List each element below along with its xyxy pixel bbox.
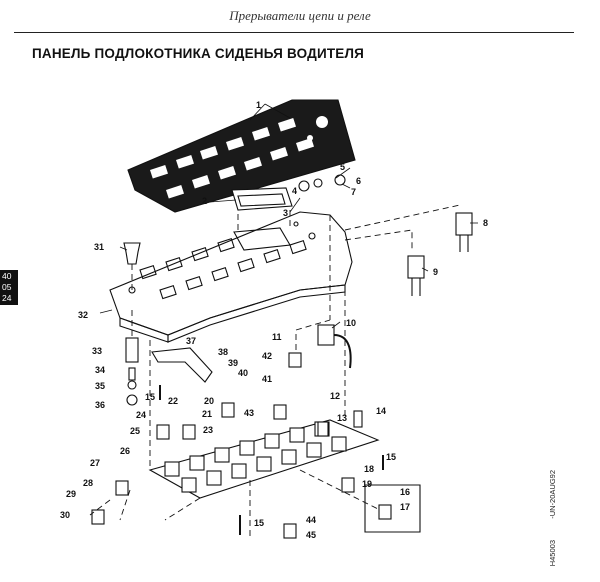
callout-12: 12 [330, 391, 340, 401]
callout-18: 18 [364, 464, 374, 474]
knob [123, 242, 141, 265]
figure-code-bottom: H45003 [548, 540, 557, 567]
section-tab-line-1: 40 [2, 271, 12, 281]
callout-3: 3 [283, 208, 288, 218]
callout-9: 9 [433, 267, 438, 277]
running-header: Прерыватели цепи и реле [229, 8, 371, 23]
callout-25: 25 [130, 426, 140, 436]
callout-37: 37 [186, 336, 196, 346]
relay-9 [407, 255, 425, 279]
callout-15: 15 [145, 392, 155, 402]
callout-41: 41 [262, 374, 272, 384]
section-tab-line-2: 05 [2, 282, 12, 292]
callout-7: 7 [351, 187, 356, 197]
callout-35: 35 [95, 381, 105, 391]
callout-17: 17 [400, 502, 410, 512]
armrest-panel [109, 211, 353, 336]
decal-windows [150, 116, 328, 199]
callout-19: 19 [362, 479, 372, 489]
inset-box [364, 484, 421, 533]
callout-42: 42 [262, 351, 272, 361]
callout-13: 13 [337, 413, 347, 423]
bracket [151, 347, 213, 383]
page-title: ПАНЕЛЬ ПОДЛОКОТНИКА СИДЕНЬЯ ВОДИТЕЛЯ [32, 46, 365, 61]
relay-8 [455, 212, 473, 236]
callout-23: 23 [203, 425, 213, 435]
callout-5: 5 [340, 162, 345, 172]
callout-29: 29 [66, 489, 76, 499]
callout-8: 8 [483, 218, 488, 228]
callout-16: 16 [400, 487, 410, 497]
callout-32: 32 [78, 310, 88, 320]
panel-switch-cutouts [139, 237, 307, 300]
callout-6: 6 [356, 176, 361, 186]
callout-20: 20 [204, 396, 214, 406]
callout-36: 36 [95, 400, 105, 410]
loose-switches [91, 352, 392, 539]
callout-1: 1 [256, 100, 261, 110]
callout-34: 34 [95, 365, 105, 375]
figure-code-right: -UN-20AUG92 [548, 470, 557, 519]
callout-30: 30 [60, 510, 70, 520]
callout-11: 11 [272, 332, 282, 342]
callout-10: 10 [346, 318, 356, 328]
callout-22: 22 [168, 396, 178, 406]
callout-44: 44 [306, 515, 316, 525]
callout-39: 39 [228, 358, 238, 368]
assembly-lines [89, 204, 461, 540]
callout-38: 38 [218, 347, 228, 357]
callout-45: 45 [306, 530, 316, 540]
callout-15: 15 [386, 452, 396, 462]
callout-24: 24 [136, 410, 146, 420]
leader-lines [99, 103, 478, 329]
section-tab-line-3: 24 [2, 293, 12, 303]
callout-numbers: 1234567891011121314151515161718192021222… [60, 100, 488, 540]
board-switches [164, 421, 347, 493]
callout-43: 43 [244, 408, 254, 418]
callout-33: 33 [92, 346, 102, 356]
decal-panel [127, 99, 356, 213]
callout-27: 27 [90, 458, 100, 468]
section-tab: 40 05 24 [0, 270, 18, 305]
callout-26: 26 [120, 446, 130, 456]
callout-2: 2 [202, 196, 207, 206]
callout-31: 31 [94, 242, 104, 252]
callout-15: 15 [254, 518, 264, 528]
callout-14: 14 [376, 406, 386, 416]
callout-40: 40 [238, 368, 248, 378]
header-divider [14, 32, 574, 33]
callout-28: 28 [83, 478, 93, 488]
callout-4: 4 [292, 186, 297, 196]
switch-10 [317, 324, 335, 346]
callout-21: 21 [202, 409, 212, 419]
